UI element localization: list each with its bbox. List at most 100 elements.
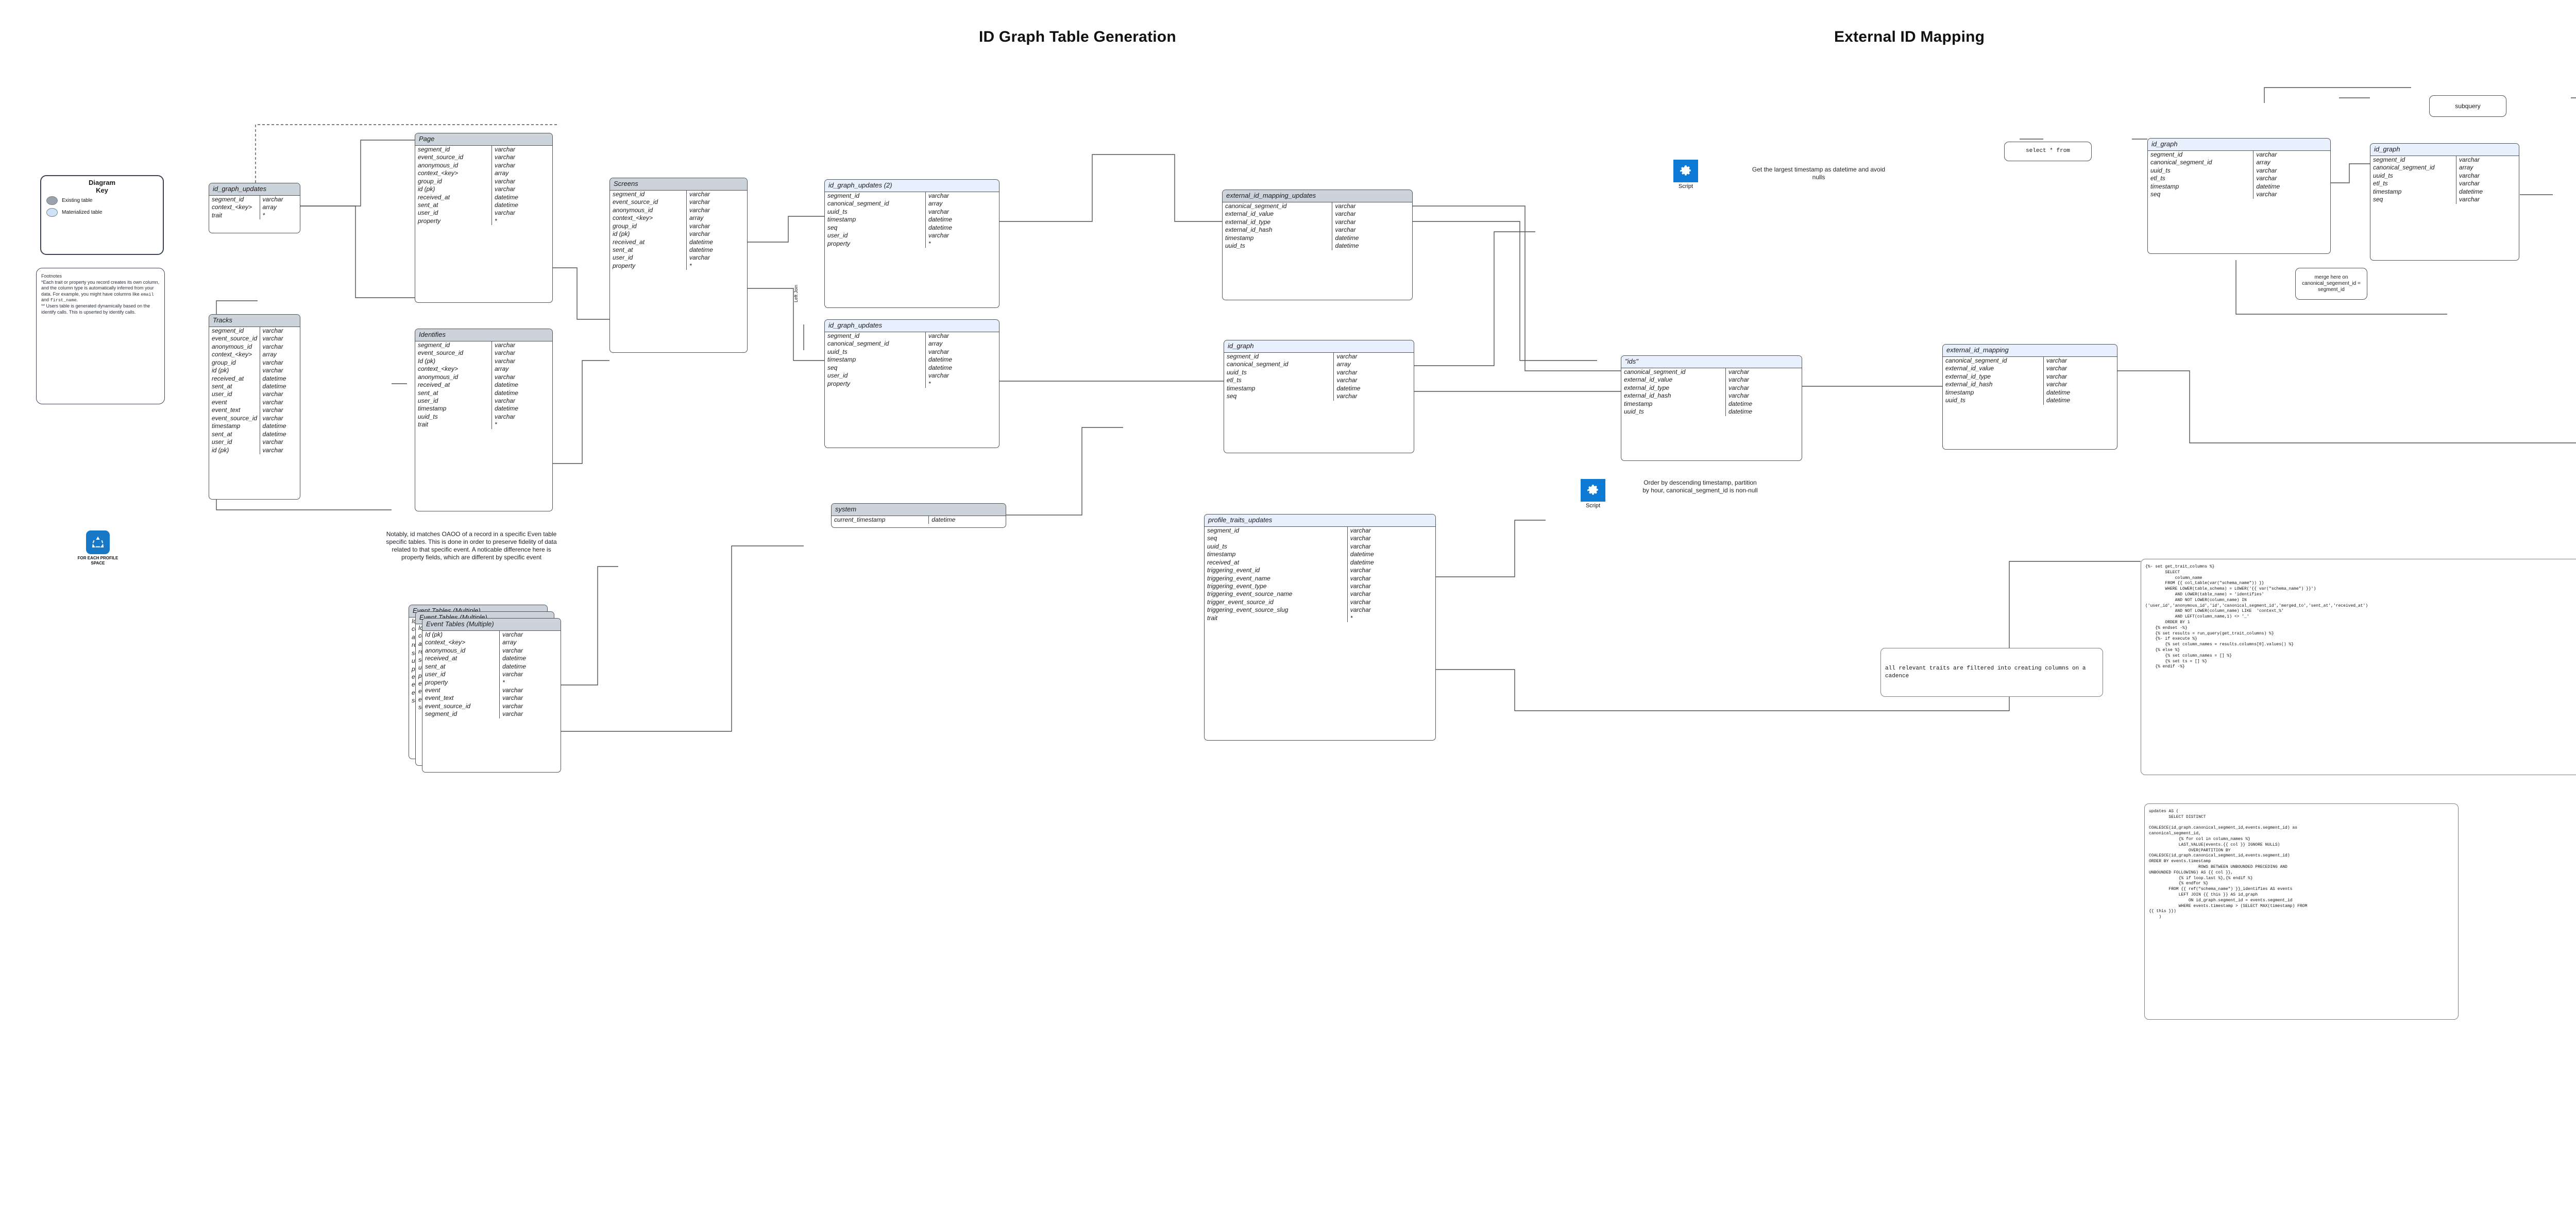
erd-column-type: datetime	[2256, 182, 2280, 190]
erd-column-name: Id (pk)	[415, 357, 492, 366]
erd-column-type: varchar	[1350, 582, 1371, 590]
erd-row: context_<key>array	[209, 351, 300, 359]
erd-column-name: id (pk)	[415, 185, 492, 194]
erd-column-type: *	[494, 421, 497, 428]
erd-column-type: datetime	[494, 201, 518, 209]
erd-column-name: user_id	[825, 372, 926, 380]
erd-table-title: external_id_mapping	[1943, 345, 2117, 357]
erd-column-name: timestamp	[209, 422, 260, 431]
gear-icon	[1581, 479, 1605, 502]
erd-column-name: uuid_ts	[1224, 368, 1334, 377]
erd-table-title: Page	[415, 133, 552, 146]
erd-column-name: seq	[825, 364, 926, 372]
erd-row: property*	[825, 380, 999, 388]
erd-column-name: group_id	[415, 177, 492, 186]
erd-column-name: timestamp	[415, 405, 492, 413]
erd-column-name: anonymous_id	[209, 342, 260, 351]
erd-column-type: datetime	[262, 374, 286, 382]
erd-column-type: varchar	[689, 190, 710, 198]
erd-column-name: segment_id	[1224, 352, 1334, 361]
erd-column-name: sent_at	[422, 662, 500, 671]
erd-column-type: varchar	[2046, 372, 2067, 380]
erd-column-name: canonical_segment_id	[825, 200, 926, 208]
erd-column-type: varchar	[262, 438, 283, 446]
erd-column-name: context_<key>	[610, 214, 687, 222]
erd-column-type: *	[494, 217, 497, 225]
script-node-mid[interactable]: Script	[1577, 479, 1609, 509]
erd-column-name: external_id_type	[1943, 372, 2044, 381]
erd-column-name: seq	[2148, 191, 2254, 199]
erd-column-name: segment_id	[209, 327, 260, 335]
erd-column-type: varchar	[2256, 175, 2277, 182]
erd-column-name: event	[422, 687, 500, 695]
erd-column-type: varchar	[1728, 368, 1750, 375]
erd-row: trait*	[1205, 614, 1435, 623]
script-node-top[interactable]: Script	[1669, 160, 1702, 190]
script-label-mid: Script	[1585, 503, 1601, 509]
erd-row: context_<key>array	[610, 214, 747, 222]
erd-column-type: varchar	[502, 671, 523, 678]
erd-table-title: id_graph	[1224, 340, 1414, 353]
badge-caption: FOR EACH PROFILE SPACE	[77, 556, 118, 565]
erd-column-type: array	[928, 200, 943, 208]
erd-column-name: sent_at	[209, 430, 260, 439]
erd-column-type: datetime	[931, 516, 956, 523]
erd-table-title: id_graph_updates (2)	[825, 180, 999, 192]
erd-column-type: varchar	[1336, 368, 1358, 376]
gear-icon	[1673, 160, 1698, 182]
footnotes-line-2: ** Users table is generated dynamically …	[41, 303, 150, 315]
erd-column-name: received_at	[415, 193, 492, 201]
erd-column-name: anonymous_id	[422, 646, 500, 655]
erd-row: id (pk)varchar	[209, 446, 300, 454]
erd-column-name: event_source_id	[415, 349, 492, 357]
erd-column-name: canonical_segment_id	[2148, 159, 2254, 167]
erd-column-type: datetime	[502, 655, 527, 662]
erd-column-name: canonical_segment_id	[825, 340, 926, 348]
erd-column-type: varchar	[262, 398, 283, 406]
erd-column-type: varchar	[262, 406, 283, 414]
erd-column-name: etl_ts	[2370, 180, 2457, 188]
erd-column-type: array	[262, 351, 277, 358]
erd-column-name: property	[610, 262, 687, 270]
erd-column-name: external_id_value	[1943, 365, 2044, 373]
erd-column-name: event_source_id	[610, 198, 687, 207]
